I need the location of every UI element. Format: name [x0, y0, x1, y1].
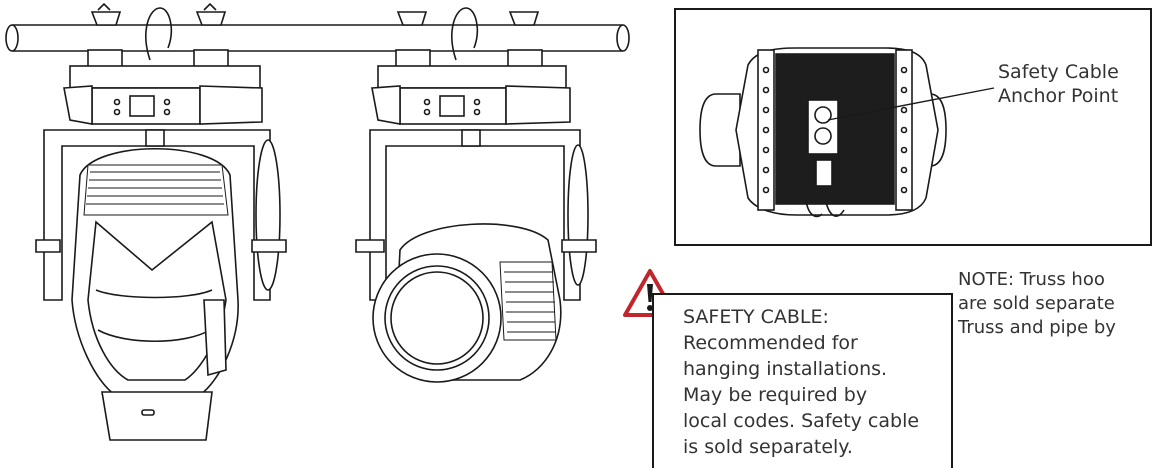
truss-note: NOTE: Truss hoo are sold separate Truss …: [958, 268, 1116, 340]
safety-line-6: is sold separately.: [683, 436, 853, 458]
truss-note-line-2: are sold separate: [958, 293, 1115, 314]
truss-pipe: [5, 24, 630, 52]
fixture-illustration: [5, 2, 630, 441]
truss-note-line-1: NOTE: Truss hoo: [958, 269, 1105, 290]
safety-cable-note: SAFETY CABLE: Recommended for hanging in…: [683, 304, 919, 460]
anchor-label-line-2: Anchor Point: [998, 85, 1119, 107]
safety-line-5: local codes. Safety cable: [683, 410, 920, 432]
anchor-point-label: Safety Cable Anchor Point: [998, 60, 1119, 108]
base-rear-view: [699, 47, 995, 218]
anchor-point-detail-box: [674, 8, 1152, 246]
safety-cable-note-box: [652, 293, 953, 468]
truss-note-line-3: Truss and pipe by: [958, 317, 1116, 338]
safety-line-4: May be required by: [683, 384, 868, 406]
safety-line-1: SAFETY CABLE:: [683, 306, 829, 328]
safety-line-2: Recommended for: [683, 332, 858, 354]
fixture-angled-view: [355, 7, 597, 383]
anchor-label-line-1: Safety Cable: [998, 61, 1119, 83]
fixture-front-view: [35, 2, 287, 441]
safety-line-3: hanging installations.: [683, 358, 888, 380]
